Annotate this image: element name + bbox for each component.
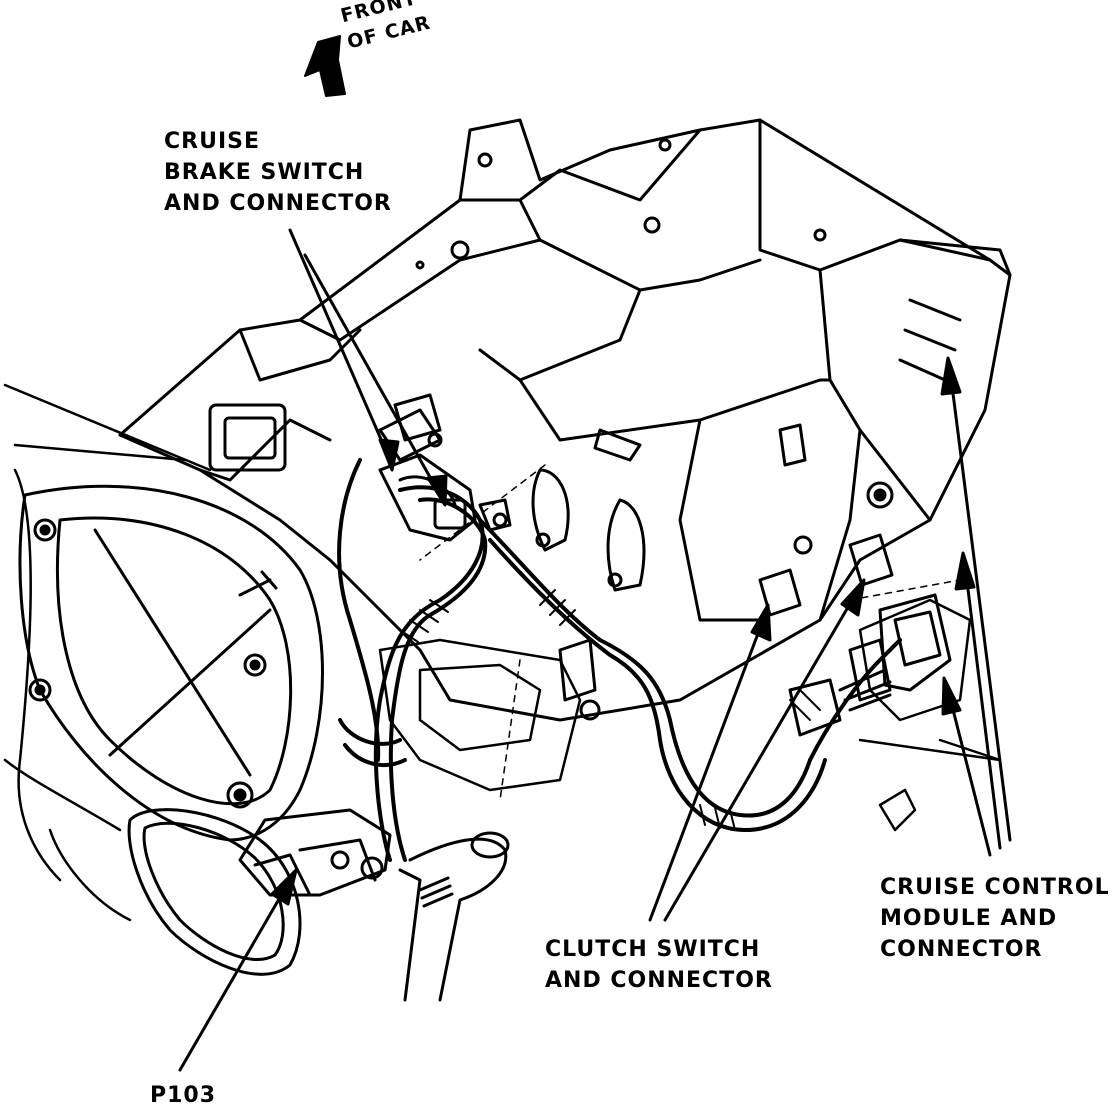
leader-arrows [178, 228, 1012, 1072]
clutch-switch-label: CLUTCH SWITCH AND CONNECTOR [545, 937, 773, 993]
p103-label: P103 [150, 1083, 217, 1106]
floor-structure [378, 598, 1002, 832]
cruise-control-module-label: CRUISE CONTROL MODULE AND CONNECTOR [880, 875, 1110, 962]
dashed-guides [419, 464, 961, 801]
front-arrow-icon [304, 35, 346, 97]
p103-connector [127, 808, 510, 1002]
cruise-brake-switch [378, 393, 512, 542]
booster-flange [18, 484, 324, 842]
cruise-brake-switch-label: CRUISE BRAKE SWITCH AND CONNECTOR [164, 129, 392, 216]
fender-panel [3, 383, 212, 922]
cruise-control-module [788, 593, 952, 737]
hvac-case [118, 118, 1012, 722]
clutch-switch [758, 481, 894, 617]
